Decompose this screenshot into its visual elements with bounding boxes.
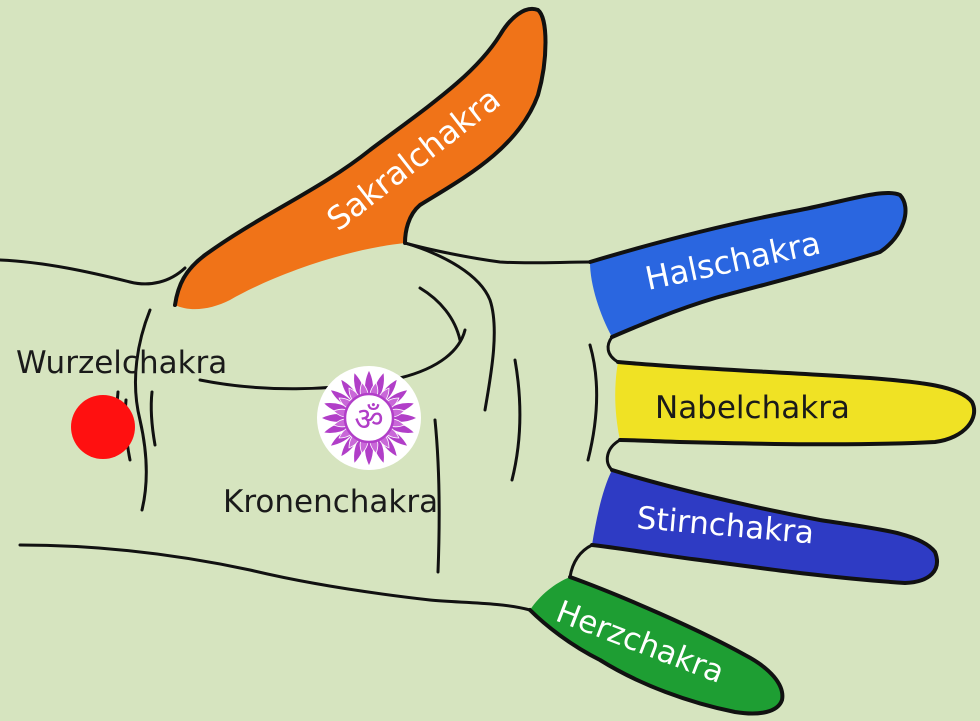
ring-finger-stirn-region [592,470,937,583]
wrist-top-line [0,258,187,286]
palm-bottom-outline [18,543,532,612]
index-finger-outline [588,190,908,339]
crown-inner-disc [343,392,395,444]
om-symbol: ॐ [354,400,383,438]
ring-little-crease [568,543,594,579]
palm-side-crease [510,358,522,482]
middle-finger-outline [616,360,977,447]
ring-finger-outline [590,468,939,585]
kronenchakra-label: Kronenchakra [223,484,438,520]
crown-chakra-lotus-icon: ॐ [317,366,421,470]
thumb-mound-line [403,241,496,412]
thumb-outline [173,6,548,307]
wurzelchakra-label: Wurzelchakra [16,345,227,381]
palm-right-crease [586,343,599,462]
little-finger-outline [528,575,785,716]
palm-crease-inner [418,286,462,342]
thumb-base-line [403,241,592,265]
middle-finger-nabel-region [615,362,975,445]
nabelchakra-label: Nabelchakra [655,390,850,426]
index-finger-hals-region [590,192,906,337]
palm-heart-line [198,328,467,391]
palm-life-line [433,418,441,574]
little-finger-herz-region [530,577,783,714]
middle-ring-crease [605,438,622,472]
index-middle-crease [606,335,620,364]
red-dot-icon [71,395,135,459]
wrist-left-crease [134,308,152,512]
wrist-small-crease-3 [149,390,157,447]
